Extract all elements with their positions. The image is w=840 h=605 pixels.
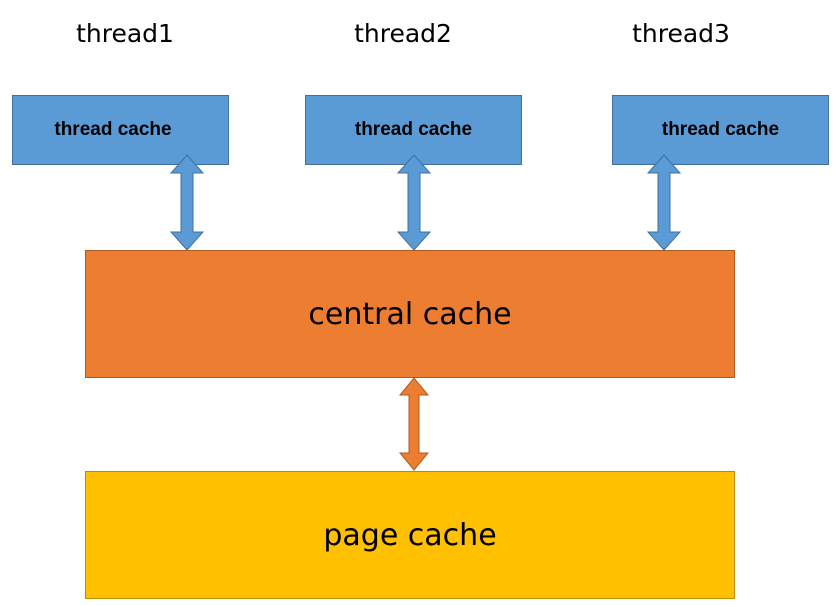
central-page-double-arrow xyxy=(398,377,430,471)
thread2-label: thread2 xyxy=(354,19,452,48)
thread2-central-double-arrow xyxy=(396,154,432,251)
thread3-central-double-arrow xyxy=(646,154,682,251)
central-cache-box: central cache xyxy=(85,250,735,378)
thread3-cache-box: thread cache xyxy=(612,95,829,165)
page-cache-label: page cache xyxy=(323,517,497,553)
thread2-cache-label: thread cache xyxy=(354,119,473,140)
page-cache-box: page cache xyxy=(85,471,735,599)
thread1-cache-box: thread cache xyxy=(12,95,229,165)
thread1-cache-label: thread cache xyxy=(54,119,172,140)
thread3-cache-label: thread cache xyxy=(661,119,780,140)
thread3-label: thread3 xyxy=(632,19,730,48)
thread1-central-double-arrow xyxy=(169,154,205,251)
central-cache-label: central cache xyxy=(308,296,512,332)
thread1-label: thread1 xyxy=(76,19,174,48)
thread2-cache-box: thread cache xyxy=(305,95,522,165)
